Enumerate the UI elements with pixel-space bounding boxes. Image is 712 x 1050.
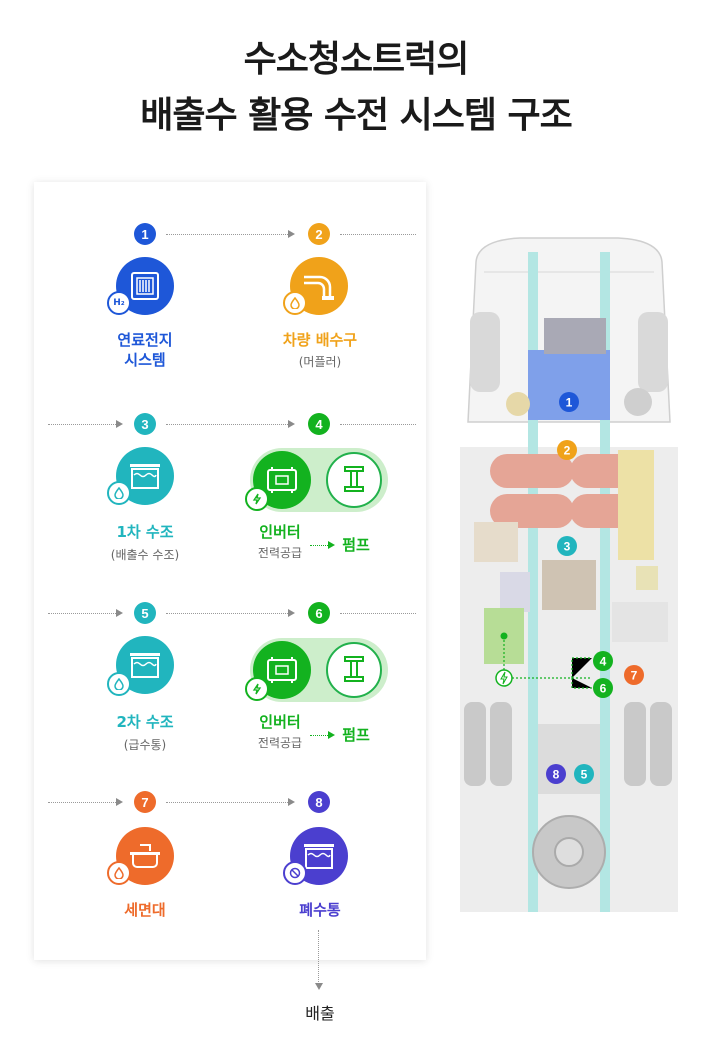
connector-in-5 [48,613,116,614]
truck-marker-3: 3 [557,536,577,556]
arrow-icon [288,609,295,617]
step-sub-3: (배출수 수조) [110,548,180,562]
arrow-icon [116,609,123,617]
water-drop-badge-icon [283,291,307,315]
pump-icon [326,642,382,698]
connector-in-7 [48,802,116,803]
connector-out-6 [340,613,416,614]
step-number-2: 2 [308,223,330,245]
process-card [34,182,426,960]
title-line-1: 수소청소트럭의 [243,39,470,80]
water-drop-badge-icon [107,672,131,696]
connector-power-4 [310,545,330,546]
step-number-7: 7 [134,791,156,813]
arrow-icon [328,541,335,549]
svg-text:4: 4 [600,655,607,669]
pump-label-4: 펌프 [342,536,370,554]
arrow-icon [116,420,123,428]
title-line-2: 배출수 활용 수전 시스템 구조 [140,95,573,136]
lightning-badge-icon [245,487,269,511]
svg-text:5: 5 [581,768,588,782]
step-label-6: 인버터 [259,713,301,731]
truck-marker-1: 1 [559,392,579,412]
step-number-8: 8 [308,791,330,813]
step-label-5: 2차 수조 [116,713,174,731]
connector-out-2 [340,234,416,235]
connector-exhaust [318,930,319,984]
truck-marker-2: 2 [557,440,577,460]
step-sub-2: (머플러) [298,355,342,369]
prohibited-badge-icon [283,861,307,885]
step-label-2: 차량 배수구 [282,331,358,349]
step-label-1-line1: 연료전지 [117,331,173,349]
svg-text:1: 1 [566,396,573,410]
pump-label-6: 펌프 [342,726,370,744]
connector-in-3 [48,424,116,425]
step-label-3: 1차 수조 [116,523,174,541]
step-label-8: 폐수통 [299,901,341,919]
step-number-1: 1 [134,223,156,245]
svg-text:6: 6 [600,682,607,696]
arrow-icon [288,798,295,806]
water-drop-badge-icon [107,861,131,885]
lightning-badge-icon [245,677,269,701]
connector-3-4 [166,424,290,425]
svg-text:7: 7 [631,669,638,683]
step-number-5: 5 [134,602,156,624]
step-number-6: 6 [308,602,330,624]
svg-text:2: 2 [564,444,571,458]
connector-7-8 [166,802,290,803]
truck-chassis-illustration: 1 2 3 4 5 6 7 8 [460,237,678,912]
truck-marker-5: 5 [574,764,594,784]
truck-marker-4: 4 [593,651,613,671]
step-number-4: 4 [308,413,330,435]
truck-marker-8: 8 [546,764,566,784]
svg-text:8: 8 [553,768,560,782]
step-label-1: 연료전지 시스템 [90,330,200,370]
arrow-icon [288,420,295,428]
step-sub-6: 전력공급 [257,736,303,750]
arrow-icon [116,798,123,806]
arrow-icon [288,230,295,238]
step-label-4: 인버터 [259,523,301,541]
step-label-1-line2: 시스템 [124,351,166,369]
water-drop-badge-icon [107,481,131,505]
step-sub-5: (급수통) [123,738,167,752]
step-sub-4: 전력공급 [257,546,303,560]
connector-out-4 [340,424,416,425]
connector-1-2 [166,234,290,235]
connector-5-6 [166,613,290,614]
step-label-7: 세면대 [124,901,166,919]
step-number-3: 3 [134,413,156,435]
pump-icon [326,452,382,508]
hydrogen-badge-icon: H₂ [107,291,131,315]
truck-marker-7: 7 [624,665,644,685]
arrow-icon [328,731,335,739]
svg-text:3: 3 [564,540,571,554]
connector-power-6 [310,735,330,736]
exhaust-label: 배출 [305,1004,335,1023]
truck-marker-6: 6 [593,678,613,698]
arrow-down-icon [315,983,323,990]
